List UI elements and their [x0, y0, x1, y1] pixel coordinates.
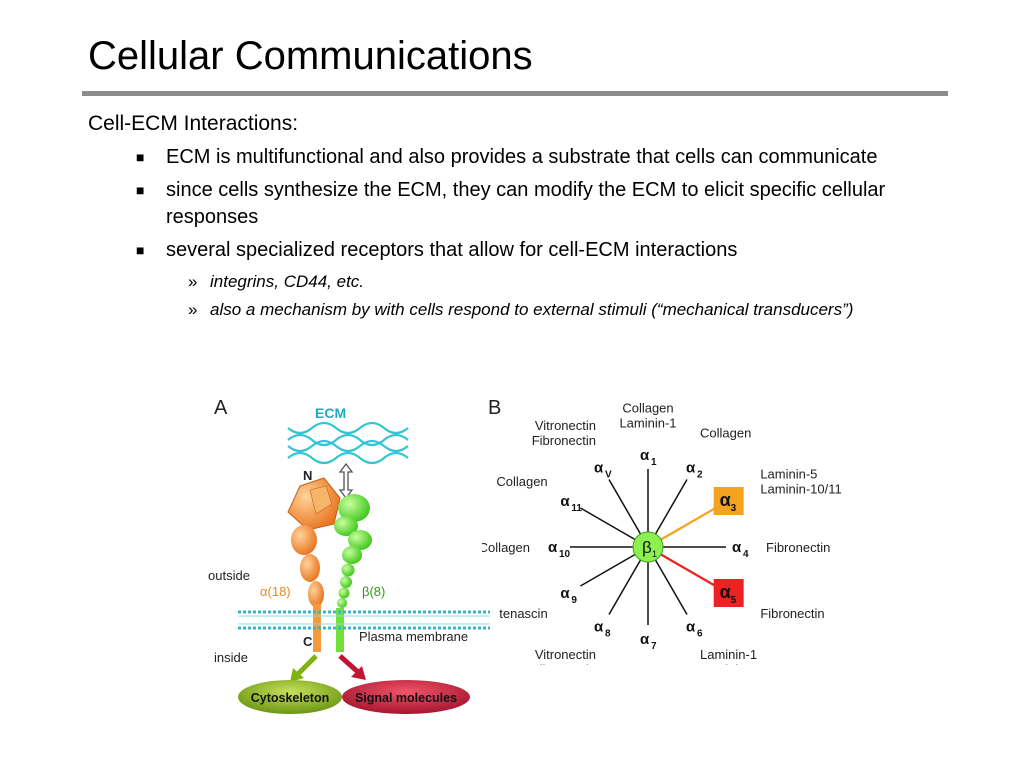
bullet-text: several specialized receptors that allow… — [166, 239, 738, 261]
slide-body: Cell-ECM Interactions: ■ ECM is multifunc… — [88, 110, 948, 326]
arrow-head-red-icon — [351, 666, 366, 680]
alpha-18-label: α(18) — [260, 584, 291, 599]
alpha-subscript: 7 — [651, 641, 657, 652]
chevron-bullet-icon: » — [188, 272, 198, 291]
alpha-subscript: V — [605, 469, 612, 480]
alpha-subscript: 4 — [743, 549, 749, 560]
beta1-node: β 1 — [632, 531, 664, 563]
ligand-label: Fibronectin — [532, 433, 596, 448]
alpha-symbol: α — [640, 447, 650, 464]
spoke-line-2 — [654, 479, 688, 535]
ligand-label: Laminin-8 — [700, 662, 757, 665]
alpha-symbol: α — [560, 585, 570, 602]
alpha-symbol: α — [594, 619, 604, 636]
ligand-label: Laminin-5 — [760, 467, 817, 482]
ligand-label: Laminin-10/11 — [760, 482, 841, 497]
beta1-subscript: 1 — [652, 549, 657, 559]
alpha-subscript: 9 — [571, 595, 577, 606]
beta-subunit — [334, 494, 372, 652]
n-terminus-label: N — [303, 468, 312, 483]
sub-bullet-text: also a mechanism by with cells respond t… — [210, 300, 854, 319]
c-terminus-label: C — [303, 634, 313, 649]
panel-a-letter: A — [214, 397, 228, 419]
cytoskeleton-ellipse — [238, 680, 342, 714]
alpha-subscript: 3 — [731, 503, 737, 514]
signal-molecules-ellipse — [342, 680, 470, 714]
arrow-head-green-icon — [290, 668, 304, 682]
panel-b-letter: B — [488, 397, 501, 419]
alpha-subunit — [287, 477, 341, 652]
signal-molecules-label: Signal molecules — [355, 691, 457, 705]
spoke-line-5 — [660, 553, 717, 587]
outside-label: outside — [208, 568, 250, 583]
alpha-symbol: α — [732, 539, 742, 556]
section-heading: Cell-ECM Interactions: — [88, 112, 299, 135]
sub-bullet-item: » integrins, CD44, etc. — [88, 270, 948, 294]
bullet-item: ■ since cells synthesize the ECM, they ca… — [88, 177, 948, 231]
spoke-line-V — [608, 479, 642, 535]
arrow-to-signal-icon — [338, 654, 360, 674]
bidirectional-arrow-icon — [338, 462, 354, 500]
alpha-symbol: α — [686, 619, 696, 636]
bullet-text: ECM is multifunctional and also provides… — [166, 146, 878, 168]
alpha-symbol: α — [686, 459, 696, 476]
title-divider — [82, 91, 948, 96]
ligand-label: Laminin-1 — [619, 416, 676, 431]
bullet-item: ■ ECM is multifunctional and also provide… — [88, 144, 948, 171]
alpha-symbol: α — [548, 539, 558, 556]
spoke-line-9 — [580, 553, 636, 587]
alpha-subscript: 11 — [571, 503, 582, 514]
alpha-subscript: 2 — [697, 469, 703, 480]
panel-a-diagram: A ECM N outside α(18) β(8) — [208, 397, 490, 714]
alpha-symbol: α — [640, 631, 650, 648]
alpha-subscript: 8 — [605, 629, 611, 640]
ligand-label: Fibronectin — [760, 606, 824, 621]
square-bullet-icon: ■ — [136, 242, 145, 258]
square-bullet-icon: ■ — [136, 182, 145, 198]
ligand-label: Fibronectin — [766, 540, 830, 555]
cytoskeleton-label: Cytoskeleton — [251, 691, 330, 705]
bullet-item: ■ several specialized receptors that allo… — [88, 237, 948, 264]
ecm-mesh — [287, 421, 409, 465]
inside-label: inside — [214, 650, 248, 665]
spoke-line-6 — [654, 559, 688, 615]
bullet-text: since cells synthesize the ECM, they can… — [166, 179, 886, 228]
alpha-subscript: 10 — [559, 549, 571, 560]
alpha-highlight-box — [713, 579, 744, 607]
alpha-subscript: 5 — [731, 595, 737, 606]
ligand-label: Collagen — [496, 474, 547, 489]
ligand-label: Fibronectin — [532, 662, 596, 665]
plasma-membrane-label: Plasma membrane — [359, 629, 468, 644]
ligand-label: tenascin — [499, 606, 547, 621]
slide-title: Cellular Communications — [88, 34, 533, 78]
alpha-highlight-box — [713, 487, 744, 515]
spoke-line-3 — [660, 507, 717, 541]
arrow-to-cytoskeleton-icon — [296, 654, 318, 676]
chevron-bullet-icon: » — [188, 300, 198, 319]
ecm-label: ECM — [315, 405, 346, 421]
square-bullet-icon: ■ — [136, 149, 145, 165]
ligand-label: Laminin-1 — [700, 647, 757, 662]
ligand-label: Collagen — [482, 540, 530, 555]
beta1-symbol: β — [642, 538, 652, 557]
ligand-label: Collagen — [700, 426, 751, 441]
sub-bullet-text: integrins, CD44, etc. — [210, 272, 365, 291]
ligand-label: Collagen — [622, 401, 673, 416]
beta-8-label: β(8) — [362, 584, 385, 599]
alpha-subscript: 6 — [697, 629, 703, 640]
alpha-symbol: α — [560, 493, 570, 510]
ligand-label: Vitronectin — [535, 647, 596, 662]
spoke-line-8 — [608, 559, 642, 615]
spoke-line-11 — [580, 507, 636, 541]
alpha-symbol: α — [720, 490, 731, 510]
alpha-symbol: α — [594, 459, 604, 476]
ligand-label: Vitronectin — [535, 418, 596, 433]
sub-bullet-item: » also a mechanism by with cells respond … — [88, 298, 948, 322]
plasma-membrane — [238, 610, 490, 630]
alpha-subscript: 1 — [651, 457, 657, 468]
alpha-symbol: α — [720, 582, 731, 602]
